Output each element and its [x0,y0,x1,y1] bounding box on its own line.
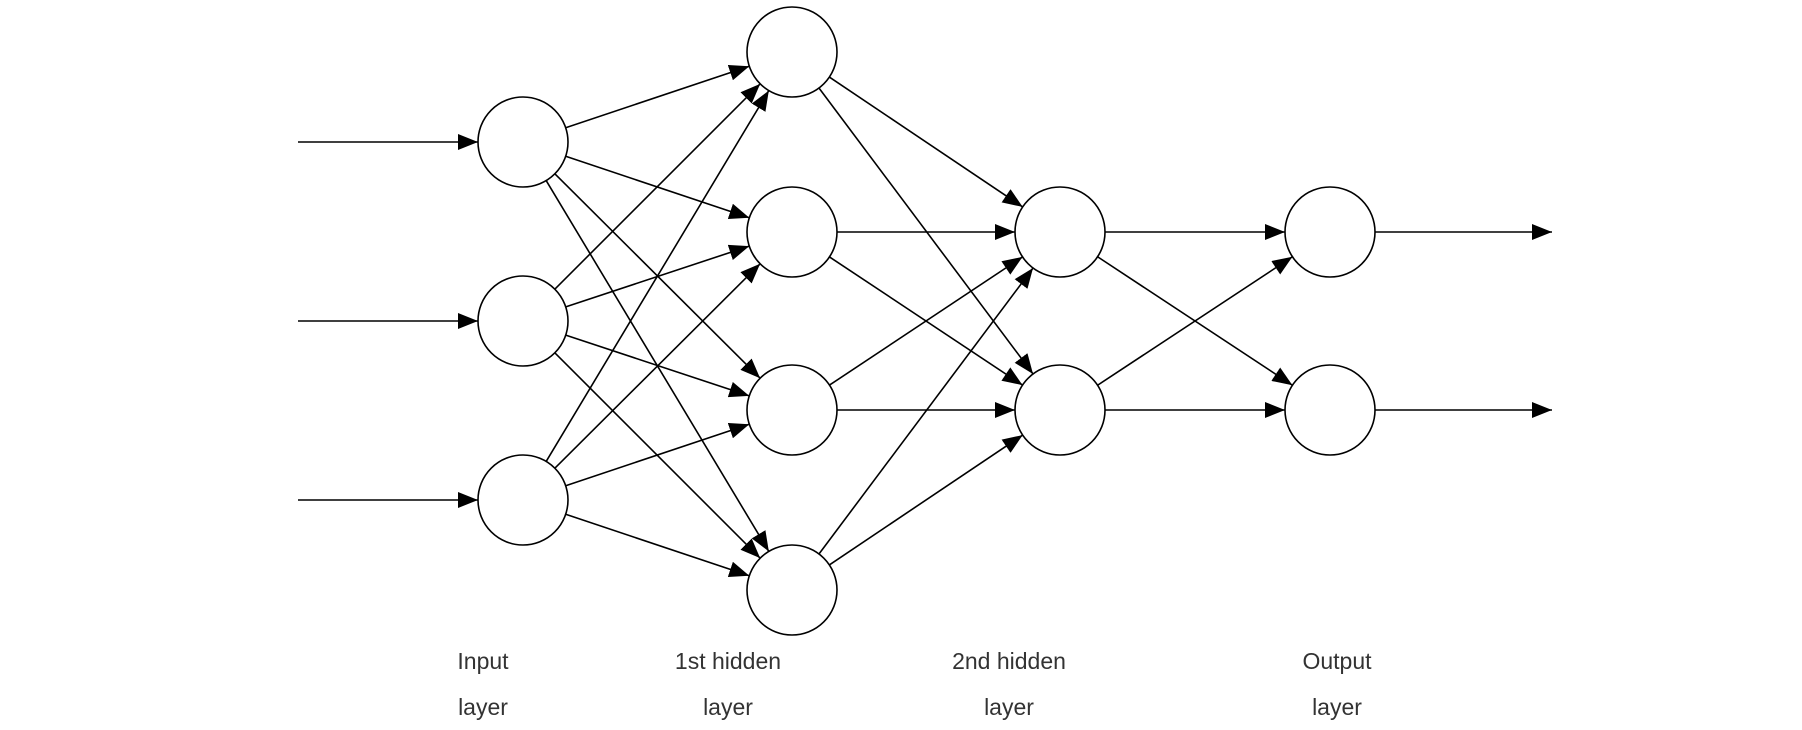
connection-input-3-to-hidden1-4 [565,513,750,577]
connection-input-1-to-hidden1-1 [565,65,750,129]
label-output-layer: Output layer [1227,650,1447,719]
connection-hidden2-2-to-output-1 [1097,256,1293,386]
connection-hidden1-4-to-hidden2-1 [818,267,1034,555]
label-hidden1-layer: 1st hidden layer [618,650,838,719]
connection-input-3-to-hidden1-2 [554,263,761,469]
connection-hidden1-1-to-hidden2-2 [818,87,1034,375]
neuron-hidden2-1 [1014,186,1106,278]
connection-input-2-to-hidden1-1 [554,83,761,290]
label-input-layer: Input layer [373,650,593,719]
connections-group [545,65,1293,577]
io-arrows-group [298,134,1552,508]
neuron-input-1 [477,96,569,188]
neuron-hidden1-3 [746,364,838,456]
label-output-line2: layer [1312,694,1362,720]
neurons-group [477,6,1376,636]
label-hidden2-line1: 2nd hidden [952,648,1066,674]
connection-input-3-to-hidden1-3 [565,423,750,487]
neuron-output-2 [1284,364,1376,456]
neuron-hidden2-2 [1014,364,1106,456]
neuron-input-2 [477,275,569,367]
label-input-line2: layer [458,694,508,720]
connection-hidden1-4-to-hidden2-2 [828,434,1024,566]
connection-hidden1-3-to-hidden2-1 [829,256,1023,386]
neuron-output-1 [1284,186,1376,278]
neuron-input-3 [477,454,569,546]
label-hidden2-layer: 2nd hidden layer [899,650,1119,719]
connection-input-3-to-hidden1-1 [545,90,770,462]
connection-hidden1-1-to-hidden2-1 [828,76,1024,208]
neuron-hidden1-4 [746,544,838,636]
label-hidden1-line1: 1st hidden [674,648,782,674]
neuron-hidden1-1 [746,6,838,98]
label-hidden1-line2: layer [703,694,753,720]
neuron-hidden1-2 [746,186,838,278]
label-input-line1: Input [457,648,509,674]
label-hidden2-line2: layer [984,694,1034,720]
label-output-line1: Output [1302,648,1372,674]
